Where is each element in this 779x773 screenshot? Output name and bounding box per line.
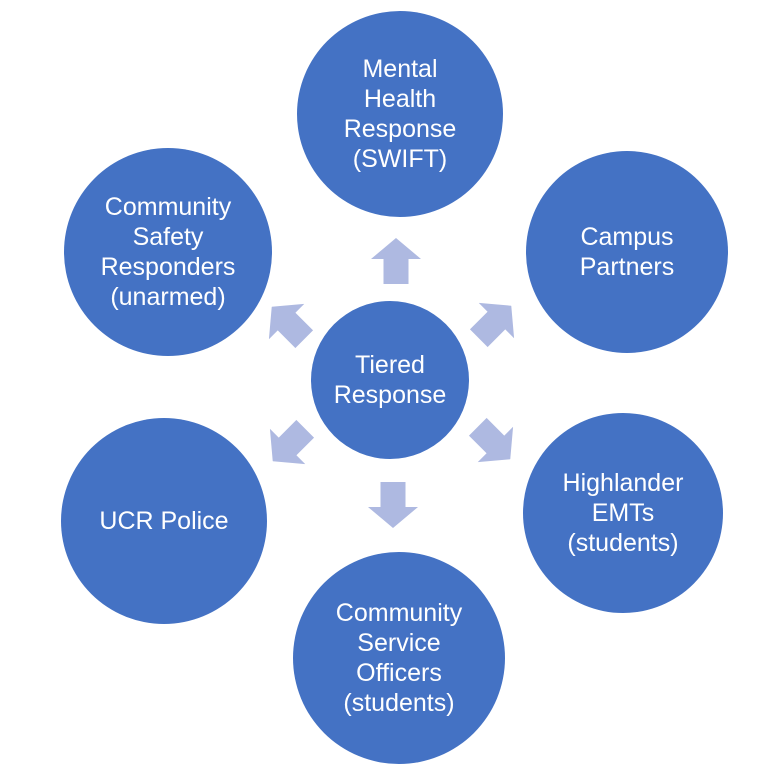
node-label: Mental Health Response (SWIFT)	[343, 55, 457, 173]
node-campus-partners: Campus Partners	[526, 151, 728, 353]
arrow-up-left-icon	[254, 289, 322, 357]
node-community-service-officers: Community Service Officers (students)	[293, 552, 505, 764]
arrow-up-right-icon	[461, 288, 529, 356]
node-label: Campus Partners	[579, 223, 675, 281]
node-highlander-emts: Highlander EMTs (students)	[523, 413, 723, 613]
node-mental-health-response: Mental Health Response (SWIFT)	[297, 11, 503, 217]
arrow-down-icon	[368, 482, 418, 528]
hub-tiered-response: Tiered Response	[311, 301, 469, 459]
arrow-down-left-icon	[255, 411, 323, 479]
arrow-down-right-icon	[460, 409, 528, 477]
arrow-up-icon	[371, 238, 421, 284]
node-label: Community Service Officers (students)	[335, 599, 463, 717]
hub-label: Tiered Response	[333, 351, 447, 409]
node-community-safety-responders: Community Safety Responders (unarmed)	[64, 148, 272, 356]
node-label: UCR Police	[99, 507, 229, 535]
node-label: Highlander EMTs (students)	[562, 469, 684, 557]
node-label: Community Safety Responders (unarmed)	[100, 193, 236, 311]
node-ucr-police: UCR Police	[61, 418, 267, 624]
